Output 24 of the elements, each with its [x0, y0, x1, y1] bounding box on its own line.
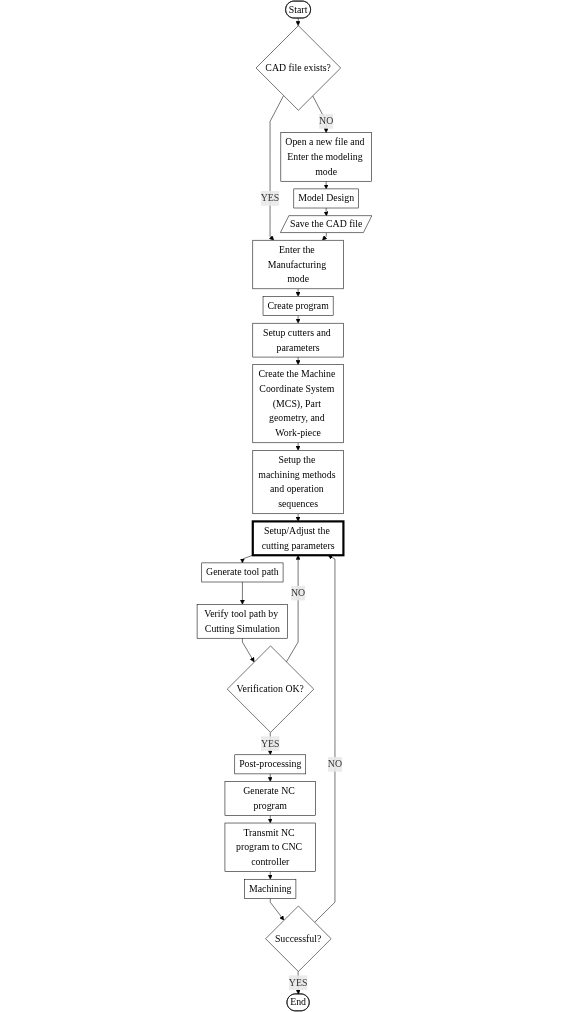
node-box: Transmit NC program to CNC controller	[224, 822, 316, 872]
node-diamond: CAD file exists?	[255, 25, 341, 111]
node-box: Create the Machine Coordinate System (MCS), Part geometry, and Work-piece	[252, 364, 344, 444]
node-diamond: Verification OK?	[226, 645, 314, 733]
node-box: Setup cutters and parameters	[252, 322, 344, 358]
arrow	[295, 18, 300, 26]
node-box: Verify tool path by Cutting Simulation	[196, 604, 288, 639]
edge-label: YES	[260, 737, 280, 749]
edge-label: NO	[290, 587, 305, 599]
node-box: Setup/Adjust the cutting parameters	[251, 520, 344, 557]
node-box: Model Design	[293, 188, 359, 209]
node-box: Create program	[262, 296, 333, 316]
node-box: Open a new file and Enter the modeling mode	[280, 132, 372, 182]
edge-label: YES	[288, 976, 307, 988]
edge-label: NO	[318, 115, 333, 127]
node-box: Generate NC program	[224, 781, 316, 816]
node-diamond: Successful?	[264, 905, 331, 972]
node-box: Post-processing	[234, 754, 306, 775]
edge-label: YES	[260, 192, 279, 204]
node-box: Generate tool path	[201, 562, 283, 583]
node-box: Enter the Manufacturing mode	[252, 239, 344, 290]
node-box: Setup the machining methods and operation sequences	[252, 450, 344, 515]
edge-label: NO	[327, 758, 342, 770]
node-box: Machining	[243, 879, 296, 899]
